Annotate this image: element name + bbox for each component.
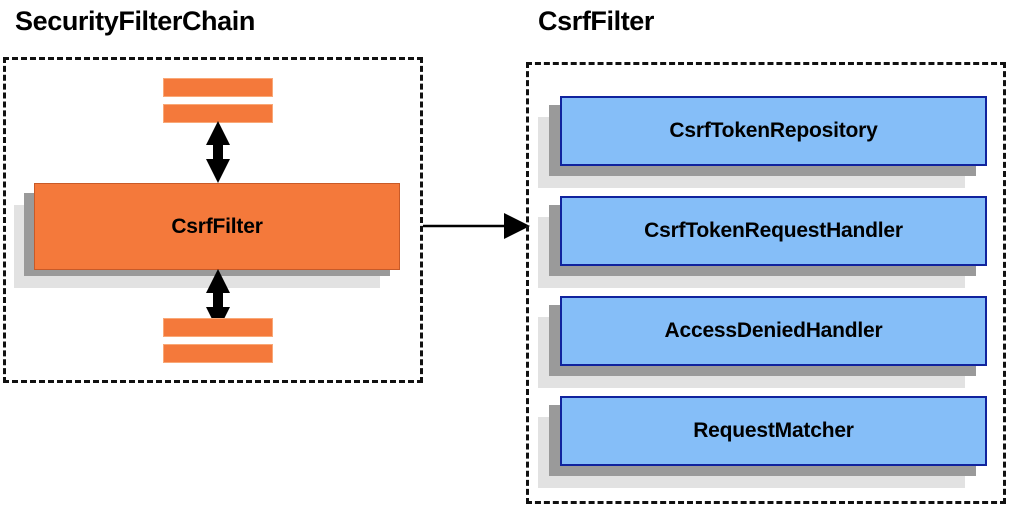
node-face: CsrfTokenRequestHandler: [560, 196, 987, 266]
node-face: AccessDeniedHandler: [560, 296, 987, 366]
arrow-connector-csrffilter: [423, 213, 530, 239]
node-csrftokenrepository[interactable]: CsrfTokenRepository: [538, 96, 988, 188]
node-label-csrffilter: CsrfFilter: [171, 214, 263, 238]
node-csrftokenrequesthandler[interactable]: CsrfTokenRequestHandler: [538, 196, 988, 288]
page-title-csrffilter: CsrfFilter: [538, 6, 655, 36]
page-title-securityfilterchain: SecurityFilterChain: [15, 6, 255, 36]
node-label: AccessDeniedHandler: [664, 319, 883, 342]
double-headed-arrow-top: [206, 121, 230, 183]
node-face: CsrfTokenRepository: [560, 96, 987, 166]
node-requestmatcher[interactable]: RequestMatcher: [538, 396, 988, 488]
node-label: CsrfTokenRepository: [669, 119, 878, 142]
node-face: CsrfFilter: [34, 183, 400, 270]
node-label: RequestMatcher: [693, 419, 854, 442]
securityfilterchain-container: [3, 57, 423, 383]
node-csrffilter-orange[interactable]: CsrfFilter: [14, 183, 404, 288]
csrffilter-container: [526, 62, 1006, 504]
filter-bar-bottom-1: [163, 318, 273, 337]
node-face: RequestMatcher: [560, 396, 987, 466]
node-label: CsrfTokenRequestHandler: [644, 219, 903, 242]
filter-bar-bottom-2: [163, 344, 273, 363]
node-accessdeniedhandler[interactable]: AccessDeniedHandler: [538, 296, 988, 388]
filter-bar-top-1: [163, 78, 273, 97]
